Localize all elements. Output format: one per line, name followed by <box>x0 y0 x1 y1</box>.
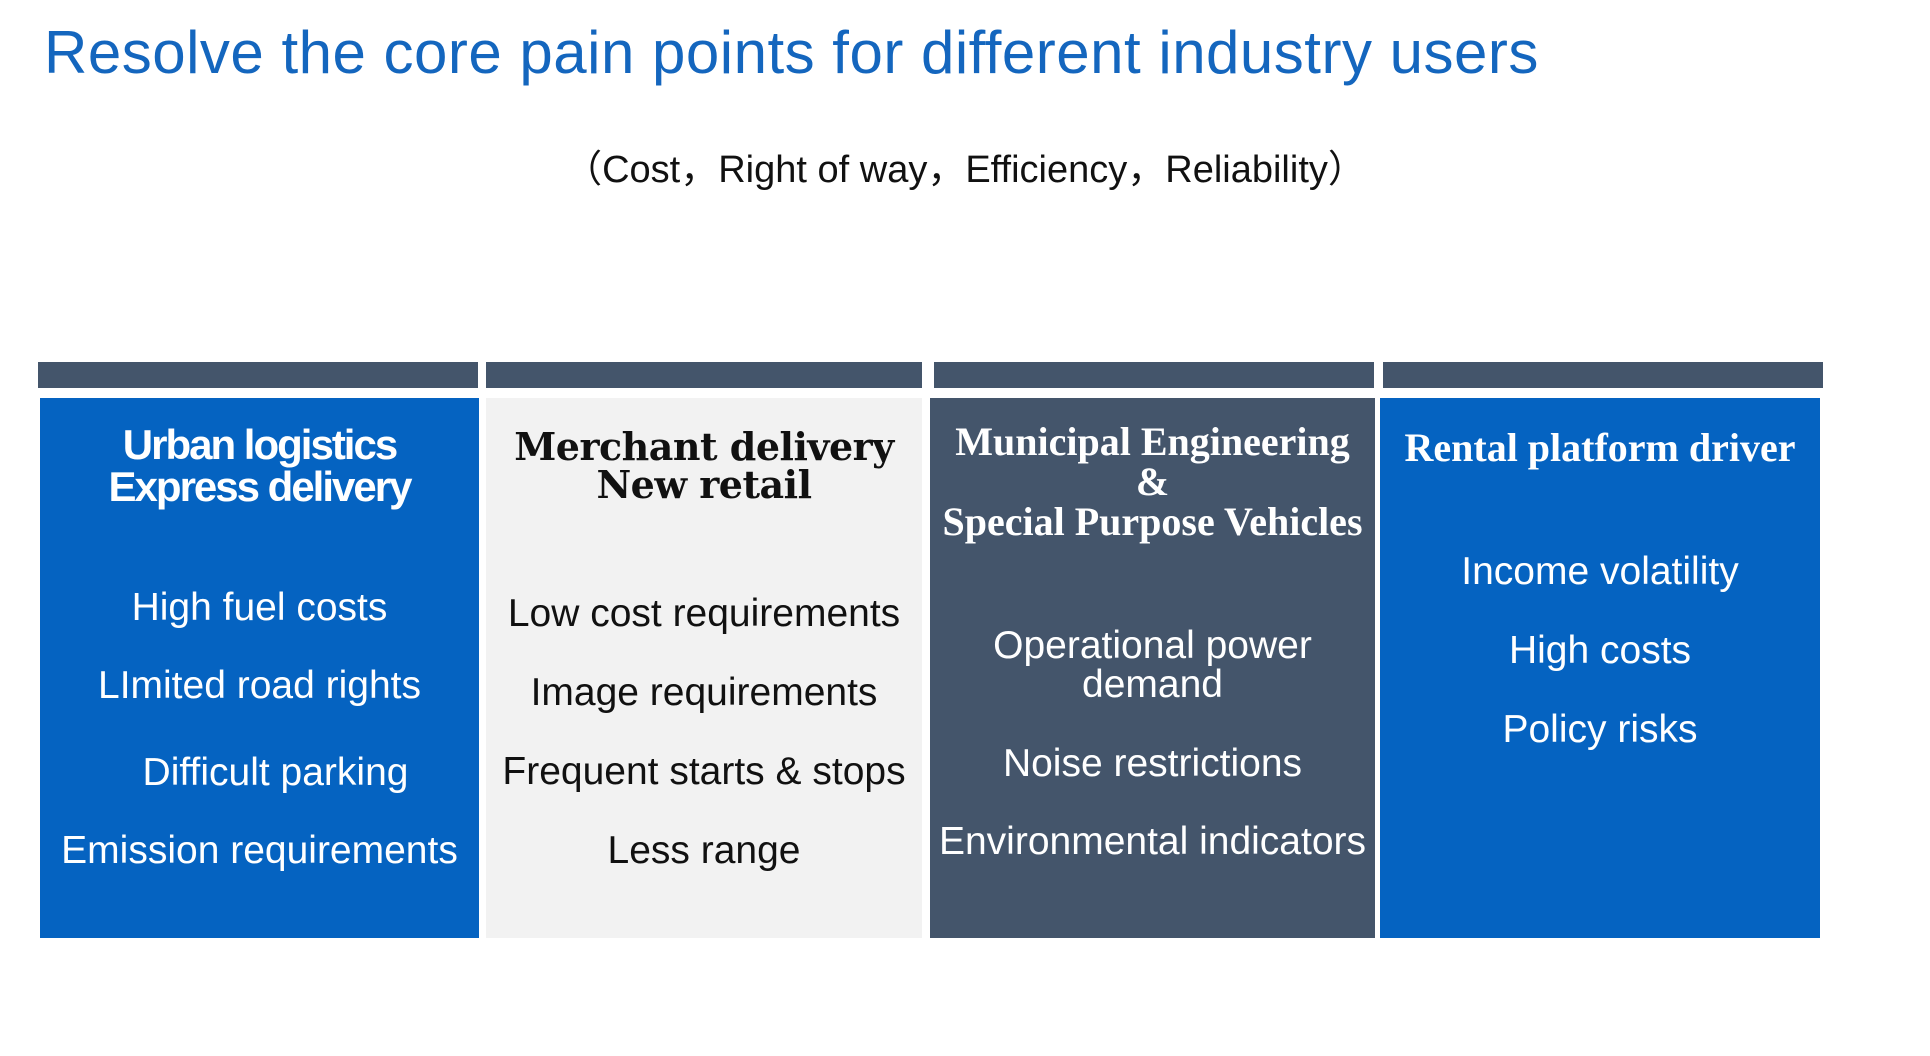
pain-point-item: Policy risks <box>1502 708 1698 751</box>
pain-point-item: Emission requirements <box>61 829 458 872</box>
pain-point-item: Difficult parking <box>142 751 409 794</box>
pain-point-item: High costs <box>1508 629 1692 672</box>
card-header-line: Merchant delivery <box>514 424 894 469</box>
pain-point-item-line: Operational power <box>993 624 1312 667</box>
card-header-line: Special Purpose Vehicles <box>942 499 1363 544</box>
pain-point-item: Frequent starts & stops <box>502 750 906 793</box>
card-rental-platform-driver: Rental platform driver Income volatility… <box>1380 398 1820 938</box>
card-merchant-delivery: Merchant delivery New retail Low cost re… <box>486 398 922 938</box>
page-subtitle: （Cost，Right of way，Efficiency，Reliabilit… <box>564 149 1366 191</box>
pain-point-item: Operational power demand <box>930 626 1375 704</box>
pain-point-item: Low cost requirements <box>507 592 901 635</box>
pain-point-item: High fuel costs <box>131 586 388 629</box>
pain-point-item: Income volatility <box>1461 550 1739 593</box>
card-urban-logistics: Urban logistics Express delivery High fu… <box>40 398 479 938</box>
pain-point-item: Less range <box>607 829 801 872</box>
card-header: Rental platform driver <box>1404 425 1796 470</box>
card-header: Merchant delivery New retail <box>486 428 922 504</box>
card-header-line: Urban logistics <box>122 421 398 468</box>
card-header-line: Municipal Engineering <box>955 419 1350 464</box>
pain-point-item: LImited road rights <box>98 664 421 707</box>
pain-point-item-line: demand <box>1082 663 1223 706</box>
card-header: Urban logistics Express delivery <box>40 424 479 508</box>
card-header-line: Express delivery <box>108 463 413 510</box>
card-header: Municipal Engineering & Special Purpose … <box>930 422 1375 542</box>
pain-point-item: Environmental indicators <box>938 820 1367 863</box>
page-title: Resolve the core pain points for differe… <box>44 19 1539 86</box>
card-header-line: New retail <box>596 462 812 507</box>
column-bar-3 <box>934 362 1374 388</box>
column-bar-1 <box>38 362 478 388</box>
column-bar-4 <box>1383 362 1823 388</box>
pain-point-item: Image requirements <box>530 671 878 714</box>
pain-point-item: Noise restrictions <box>1002 742 1303 785</box>
column-bar-2 <box>486 362 922 388</box>
card-header-line: & <box>1135 459 1170 504</box>
card-municipal-engineering: Municipal Engineering & Special Purpose … <box>930 398 1375 938</box>
